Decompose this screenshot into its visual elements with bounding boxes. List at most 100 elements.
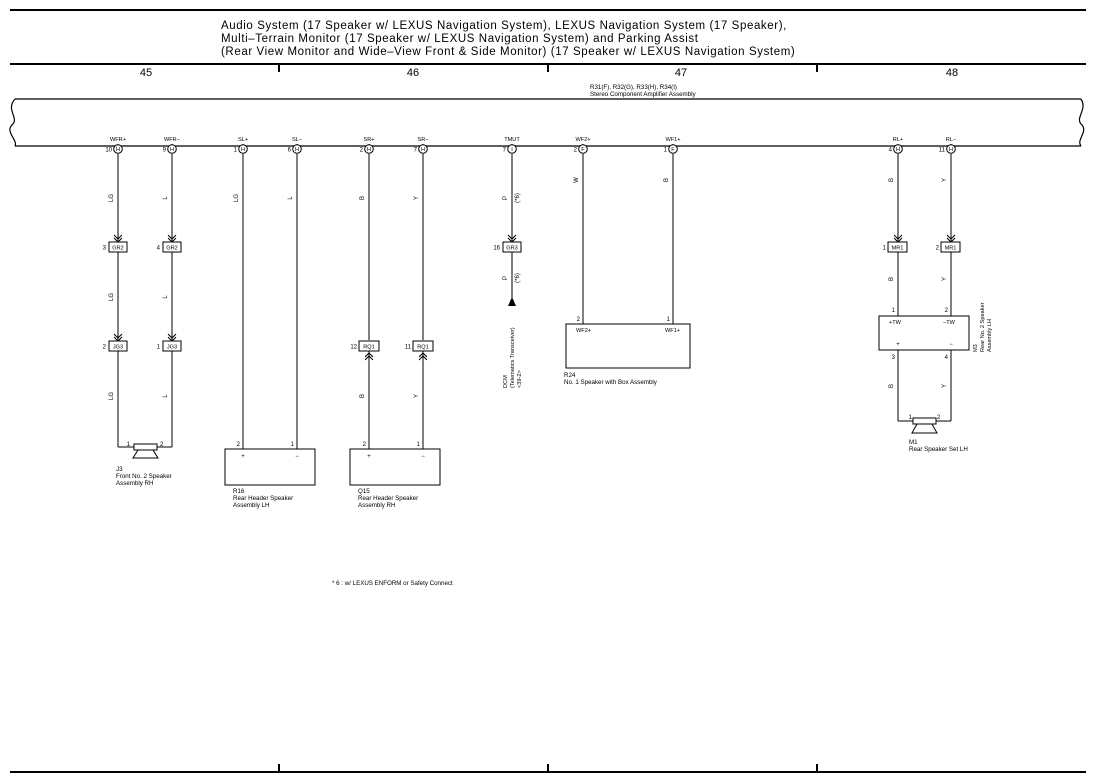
- component-name: Assembly RH: [116, 480, 153, 487]
- terminal-pin: 7: [414, 148, 418, 154]
- wire-color: L: [163, 196, 169, 200]
- wire-color: LG: [109, 293, 115, 301]
- wire-color: B: [889, 178, 895, 182]
- amplifier-name: Stereo Component Amplifier Assembly: [590, 91, 696, 98]
- component-pin: 1: [909, 415, 913, 421]
- title-line-3: (Rear View Monitor and Wide–View Front &…: [221, 46, 795, 58]
- terminal-name: WFR−: [164, 137, 180, 143]
- connector-pin: 2: [936, 246, 940, 252]
- connector-pin: 2: [103, 345, 107, 351]
- wire-color: Y: [414, 394, 420, 398]
- connector-pin: 4: [157, 246, 161, 252]
- component-name: Rear No. 2 Speaker: [980, 302, 986, 352]
- connector-boxes: [108, 241, 961, 352]
- title-line-1: Audio System (17 Speaker w/ LEXUS Naviga…: [221, 20, 787, 32]
- terminal-name: RL−: [946, 137, 956, 143]
- wires: [117, 154, 952, 449]
- component-pin: 1: [417, 442, 421, 448]
- terminal-marker: [668, 144, 678, 154]
- connector-pin: 16: [493, 246, 500, 252]
- component-code: R16: [233, 488, 245, 495]
- component-pin: 4: [945, 355, 949, 361]
- connector-pin: 12: [350, 345, 357, 351]
- terminal-connector: H: [367, 147, 371, 153]
- wire-color-note: (*6): [515, 273, 521, 283]
- terminal-marker: [167, 144, 177, 154]
- component-name: Assembly LH: [233, 502, 269, 509]
- connector-pin: 11: [405, 345, 412, 351]
- wire-color: B: [889, 277, 895, 281]
- connector-label: JG3: [167, 345, 177, 351]
- terminal-name: SL−: [292, 137, 302, 143]
- terminal-marker: [292, 144, 302, 154]
- component-code: Q15: [358, 488, 370, 495]
- terminal-name: SR−: [417, 137, 428, 143]
- column-number: 47: [675, 67, 687, 79]
- component-name: Front No. 2 Speaker: [116, 473, 172, 480]
- connector-label: GR2: [112, 246, 124, 252]
- terminal-pin: 2: [360, 148, 364, 154]
- title-line-2: Multi–Terrain Monitor (17 Speaker w/ LEX…: [221, 33, 699, 45]
- wire-color: B: [889, 384, 895, 388]
- terminal-pin: 7: [503, 148, 507, 154]
- component-terminal: +TW: [889, 320, 902, 326]
- terminal-connector: H: [170, 147, 174, 153]
- column-number: 45: [140, 67, 152, 79]
- connector-pin: 1: [157, 345, 161, 351]
- connector-pin: 1: [883, 246, 887, 252]
- terminal-connector: H: [896, 147, 900, 153]
- component-name: Rear Header Speaker: [358, 495, 418, 502]
- terminal-marker: [946, 144, 956, 154]
- amplifier-terminals: H10WFR+H9WFR−H1SL+H6SL−H2SR+H7SR−I7TMUTF…: [105, 137, 956, 154]
- terminal-pin: 1: [234, 148, 238, 154]
- terminal-connector: F: [671, 147, 675, 153]
- wire-color: P: [503, 276, 509, 280]
- wire-color: P: [503, 196, 509, 200]
- component-pin: 1: [892, 308, 896, 314]
- wire-color: LG: [109, 194, 115, 202]
- wire-color: B: [360, 394, 366, 398]
- dcm-ref: <39-2>: [517, 370, 523, 388]
- connector-label: RQ1: [417, 345, 429, 351]
- terminal-pin: 4: [889, 148, 893, 154]
- component-code: R24: [564, 372, 576, 379]
- component-name: Rear Header Speaker: [233, 495, 293, 502]
- connector-label: MR1: [945, 246, 957, 252]
- terminal-pin: 6: [288, 148, 292, 154]
- wire-color: LG: [234, 194, 240, 202]
- terminal-pin: 9: [163, 148, 167, 154]
- amplifier-codes: R31(F), R32(G), R33(H), R34(I): [590, 84, 677, 91]
- terminal-name: TMUT: [504, 137, 520, 143]
- terminal-connector: H: [421, 147, 425, 153]
- connector-label: GR2: [166, 246, 178, 252]
- terminal-marker: [238, 144, 248, 154]
- wire-color: B: [664, 178, 670, 182]
- terminal-marker: [364, 144, 374, 154]
- connector-label: GR3: [506, 246, 518, 252]
- footnote: * 6 : w/ LEXUS ENFORM or Safety Connect: [332, 580, 453, 587]
- terminal-pin: 10: [105, 148, 112, 154]
- terminal-connector: H: [241, 147, 245, 153]
- speaker-icon: [132, 443, 159, 459]
- amplifier-body: [9, 98, 1085, 147]
- terminal-connector: F: [581, 147, 585, 153]
- component-terminal: −TW: [943, 320, 956, 326]
- component-pin: 2: [237, 442, 241, 448]
- component-box: [565, 323, 691, 369]
- polarity-plus: +: [367, 454, 371, 460]
- terminal-pin: 1: [664, 148, 668, 154]
- column-number: 46: [407, 67, 419, 79]
- terminal-marker: [507, 144, 517, 154]
- component-pin: 1: [667, 317, 671, 323]
- polarity-minus: −: [295, 454, 299, 460]
- terminal-pin: 2: [574, 148, 578, 154]
- component-name: Assembly LH: [987, 319, 993, 352]
- wire-color: LG: [109, 392, 115, 400]
- component-pin: 1: [127, 442, 131, 448]
- component-pin: 2: [945, 308, 949, 314]
- component-pin: 1: [291, 442, 295, 448]
- wire-color: Y: [414, 196, 420, 200]
- polarity-plus: +: [241, 454, 245, 460]
- wire-color: L: [163, 394, 169, 398]
- dcm-code: DCM: [503, 375, 509, 388]
